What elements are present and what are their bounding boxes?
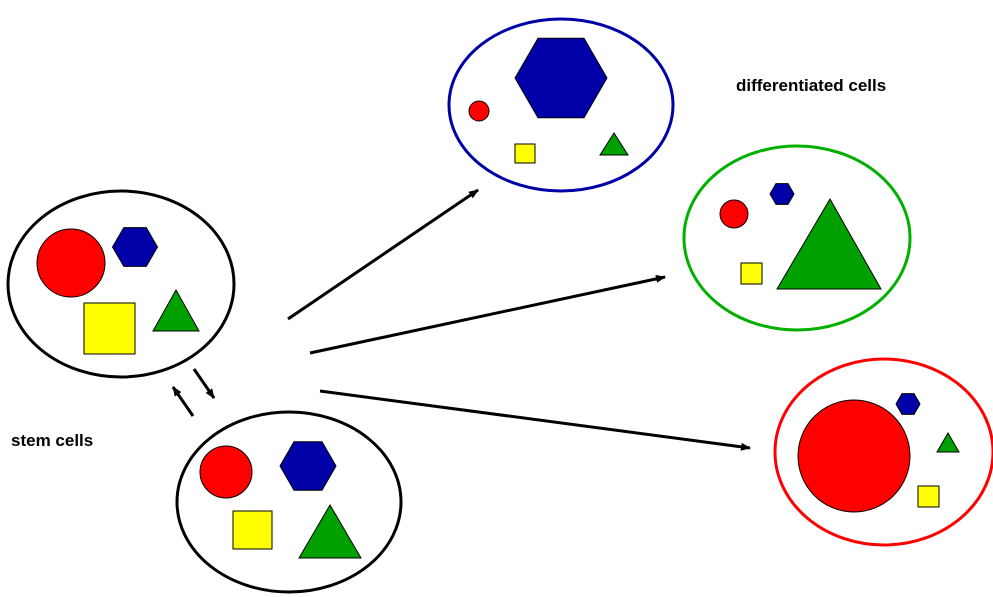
- stem-cell-1: [6, 189, 236, 379]
- hexagon-organelle: [895, 393, 921, 415]
- hexagon-organelle: [279, 441, 337, 491]
- cell-membrane: [175, 410, 403, 594]
- square-organelle: [917, 485, 940, 508]
- differentiated-cell-green: [682, 144, 912, 332]
- triangle-organelle: [152, 288, 200, 332]
- differentiated-cells-label: differentiated cells: [736, 76, 887, 95]
- circle-organelle: [719, 199, 749, 229]
- self-renewal-arrows: [171, 368, 216, 417]
- triangle-organelle: [298, 504, 362, 559]
- square-organelle: [514, 143, 536, 164]
- triangle-organelle: [599, 132, 629, 156]
- stem-cell-2: [175, 410, 403, 594]
- square-organelle: [740, 262, 763, 285]
- circle-organelle: [797, 399, 911, 513]
- triangle-organelle: [776, 198, 882, 290]
- stem-cells-label: stem cells: [11, 431, 94, 450]
- hexagon-organelle: [514, 37, 608, 119]
- differentiation-arrows: [287, 188, 751, 451]
- circle-organelle: [468, 100, 490, 122]
- hexagon-organelle: [111, 227, 159, 267]
- square-organelle: [83, 302, 136, 355]
- circle-organelle: [199, 445, 253, 499]
- arrow-stem2-to-stem1: [171, 386, 195, 417]
- differentiated-cell-red: [773, 357, 993, 547]
- arrow-to-green-cell: [309, 274, 666, 355]
- arrow-to-blue-cell: [287, 188, 479, 321]
- arrow-to-red-cell: [319, 389, 751, 451]
- circle-organelle: [36, 228, 106, 298]
- hexagon-organelle: [769, 183, 795, 205]
- triangle-organelle: [936, 432, 960, 453]
- arrow-stem1-to-stem2: [192, 368, 216, 399]
- differentiated-cell-blue: [447, 17, 675, 193]
- cell-membrane: [682, 144, 912, 332]
- square-organelle: [232, 510, 273, 550]
